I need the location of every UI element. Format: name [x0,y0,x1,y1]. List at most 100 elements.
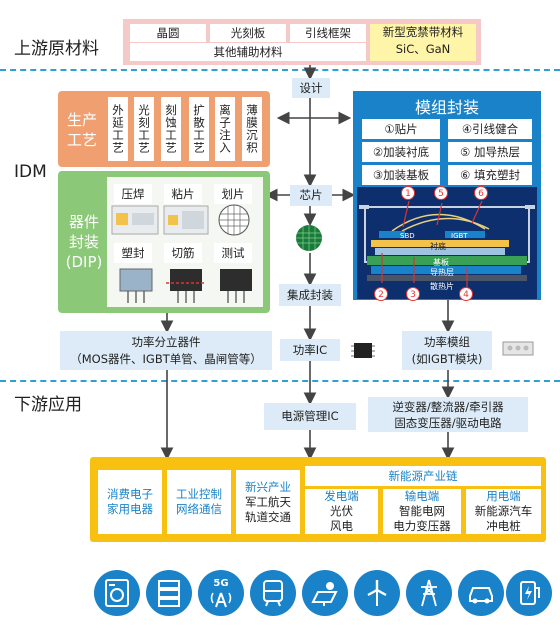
process-title: 生产 工艺 [62,110,102,150]
output-inverter: 逆变器/整流器/牵引器 固态变压器/驱动电路 [368,397,528,432]
dip-process-illustration-bottom [119,268,252,303]
app-transmission: 输电端 智能电网 电力变压器 [383,489,461,534]
module-label-igbt: IGBT [451,232,468,240]
dip-step-die-attach: 粘片 [164,184,202,204]
wide-bandgap-line2: SiC、GaN [395,42,451,56]
process-step-etch: 刻蚀工艺 [161,97,181,161]
module-step-1: ①贴片 [362,119,440,139]
trans-title: 输电端 [404,489,440,503]
app-consumer: 消费电子 家用电器 [98,470,162,534]
process-title-line2: 工艺 [66,131,97,149]
emerging-title: 新兴产业 [245,479,291,494]
flow-pmic: 电源管理IC [264,403,356,430]
gen-title: 发电端 [324,489,359,503]
flow-ic-package: 集成封装 [279,284,341,306]
flow-chip: 芯片 [290,185,332,206]
module-label-heatsink: 散热片 [430,282,454,291]
gen-line1: 光伏 [330,504,353,518]
section-upstream: 上游原材料 [14,39,99,59]
module-step-4: ④引线健合 [448,119,532,139]
consumer-line1: 消费电子 [107,487,153,501]
dip-step-test: 测试 [214,243,252,263]
server-icon [146,570,192,616]
chip-wafer-icon [296,225,322,251]
output-power-module: 功率模组 (如IGBT模块) [402,331,492,370]
section-idm: IDM [14,162,47,182]
ic-chip-icon [351,343,375,358]
emerging-line1: 军工航天 [245,494,291,509]
process-step-epitaxy: 外延工艺 [108,97,128,161]
charging-icon [506,570,552,616]
5g-icon-text: 5G [213,577,229,589]
app-newenergy-title: 新能源产业链 [305,466,541,486]
module-marker-4: 4 [459,287,473,301]
washing-machine-icon [94,570,140,616]
inverter-line1: 逆变器/整流器/牵引器 [392,400,504,414]
module-label-sbd: SBD [400,232,415,240]
industrial-line2: 网络通信 [176,502,222,516]
divider-bottom [0,380,560,382]
module-title: 模组封装 [414,98,479,117]
module-marker-1: 1 [401,186,415,200]
module-marker-5: 5 [434,186,448,200]
dip-step-dicing: 划片 [214,184,252,204]
module-cross-section [357,187,537,299]
app-generation: 发电端 光伏 风电 [305,489,378,534]
process-step-diffusion: 扩散工艺 [189,97,209,161]
discrete-line1: 功率分立器件 [131,335,201,349]
igbt-module-icon [502,341,534,356]
inverter-line2: 固态变压器/驱动电路 [394,416,502,430]
app-industrial: 工业控制 网络通信 [167,470,231,534]
gen-line2: 风电 [330,519,353,533]
module-step-6: ⑥ 填充塑封 [448,165,532,185]
divider-top [0,69,560,71]
process-step-film: 薄膜沉积 [242,97,262,161]
module-marker-2: 2 [374,287,388,301]
use-line2: 冲电桩 [486,519,521,533]
power-module-line2: (如IGBT模块) [411,352,483,366]
consumer-line2: 家用电器 [107,502,153,516]
upstream-wafer: 晶圆 [130,24,206,42]
5g-icon: 5G [198,570,244,616]
dip-process-illustration-top [111,204,250,236]
power-tower-icon [406,570,452,616]
industrial-line1: 工业控制 [176,487,222,501]
app-consumption: 用电端 新能源汽车 冲电桩 [466,489,541,534]
module-marker-6: 6 [474,186,488,200]
emerging-line2: 轨道交通 [245,509,291,524]
process-step-implant: 离子注入 [215,97,235,161]
module-label-base: 基板 [433,258,449,267]
process-step-litho: 光刻工艺 [134,97,154,161]
dip-step-molding: 塑封 [114,243,152,263]
use-line1: 新能源汽车 [474,504,533,518]
module-step-5: ⑤ 加导热层 [448,142,532,162]
electric-car-icon [458,570,504,616]
bus-icon [250,570,296,616]
upstream-other: 其他辅助材料 [130,43,366,61]
flow-design: 设计 [292,78,330,98]
app-emerging: 新兴产业 军工航天 轨道交通 [236,470,300,534]
module-label-thermal: 导热层 [430,268,454,277]
process-title-line1: 生产 [66,111,97,129]
output-discrete: 功率分立器件 （MOS器件、IGBT单管、晶闸管等） [60,331,272,370]
dip-title-line3: (DIP) [65,253,103,271]
module-marker-3: 3 [406,287,420,301]
use-title: 用电端 [486,489,521,503]
upstream-wide-bandgap: 新型宽禁带材料 SiC、GaN [370,24,476,61]
module-label-substrate: 衬底 [430,242,446,251]
trans-line2: 电力变压器 [393,519,451,533]
upstream-leadframe: 引线框架 [290,24,366,42]
dip-title-line2: 封装 [68,233,99,251]
discrete-line2: （MOS器件、IGBT单管、晶闸管等） [70,352,262,366]
solar-icon [302,570,348,616]
section-downstream: 下游应用 [14,395,82,415]
dip-step-bond: 压焊 [114,184,152,204]
dip-title-line1: 器件 [68,213,99,231]
module-step-3: ③加装基板 [362,165,440,185]
trans-line1: 智能电网 [399,504,445,518]
power-module-line1: 功率模组 [424,335,470,349]
dip-title: 器件 封装 (DIP) [60,212,108,272]
flow-power-ic: 功率IC [280,339,340,361]
upstream-photomask: 光刻板 [210,24,286,42]
